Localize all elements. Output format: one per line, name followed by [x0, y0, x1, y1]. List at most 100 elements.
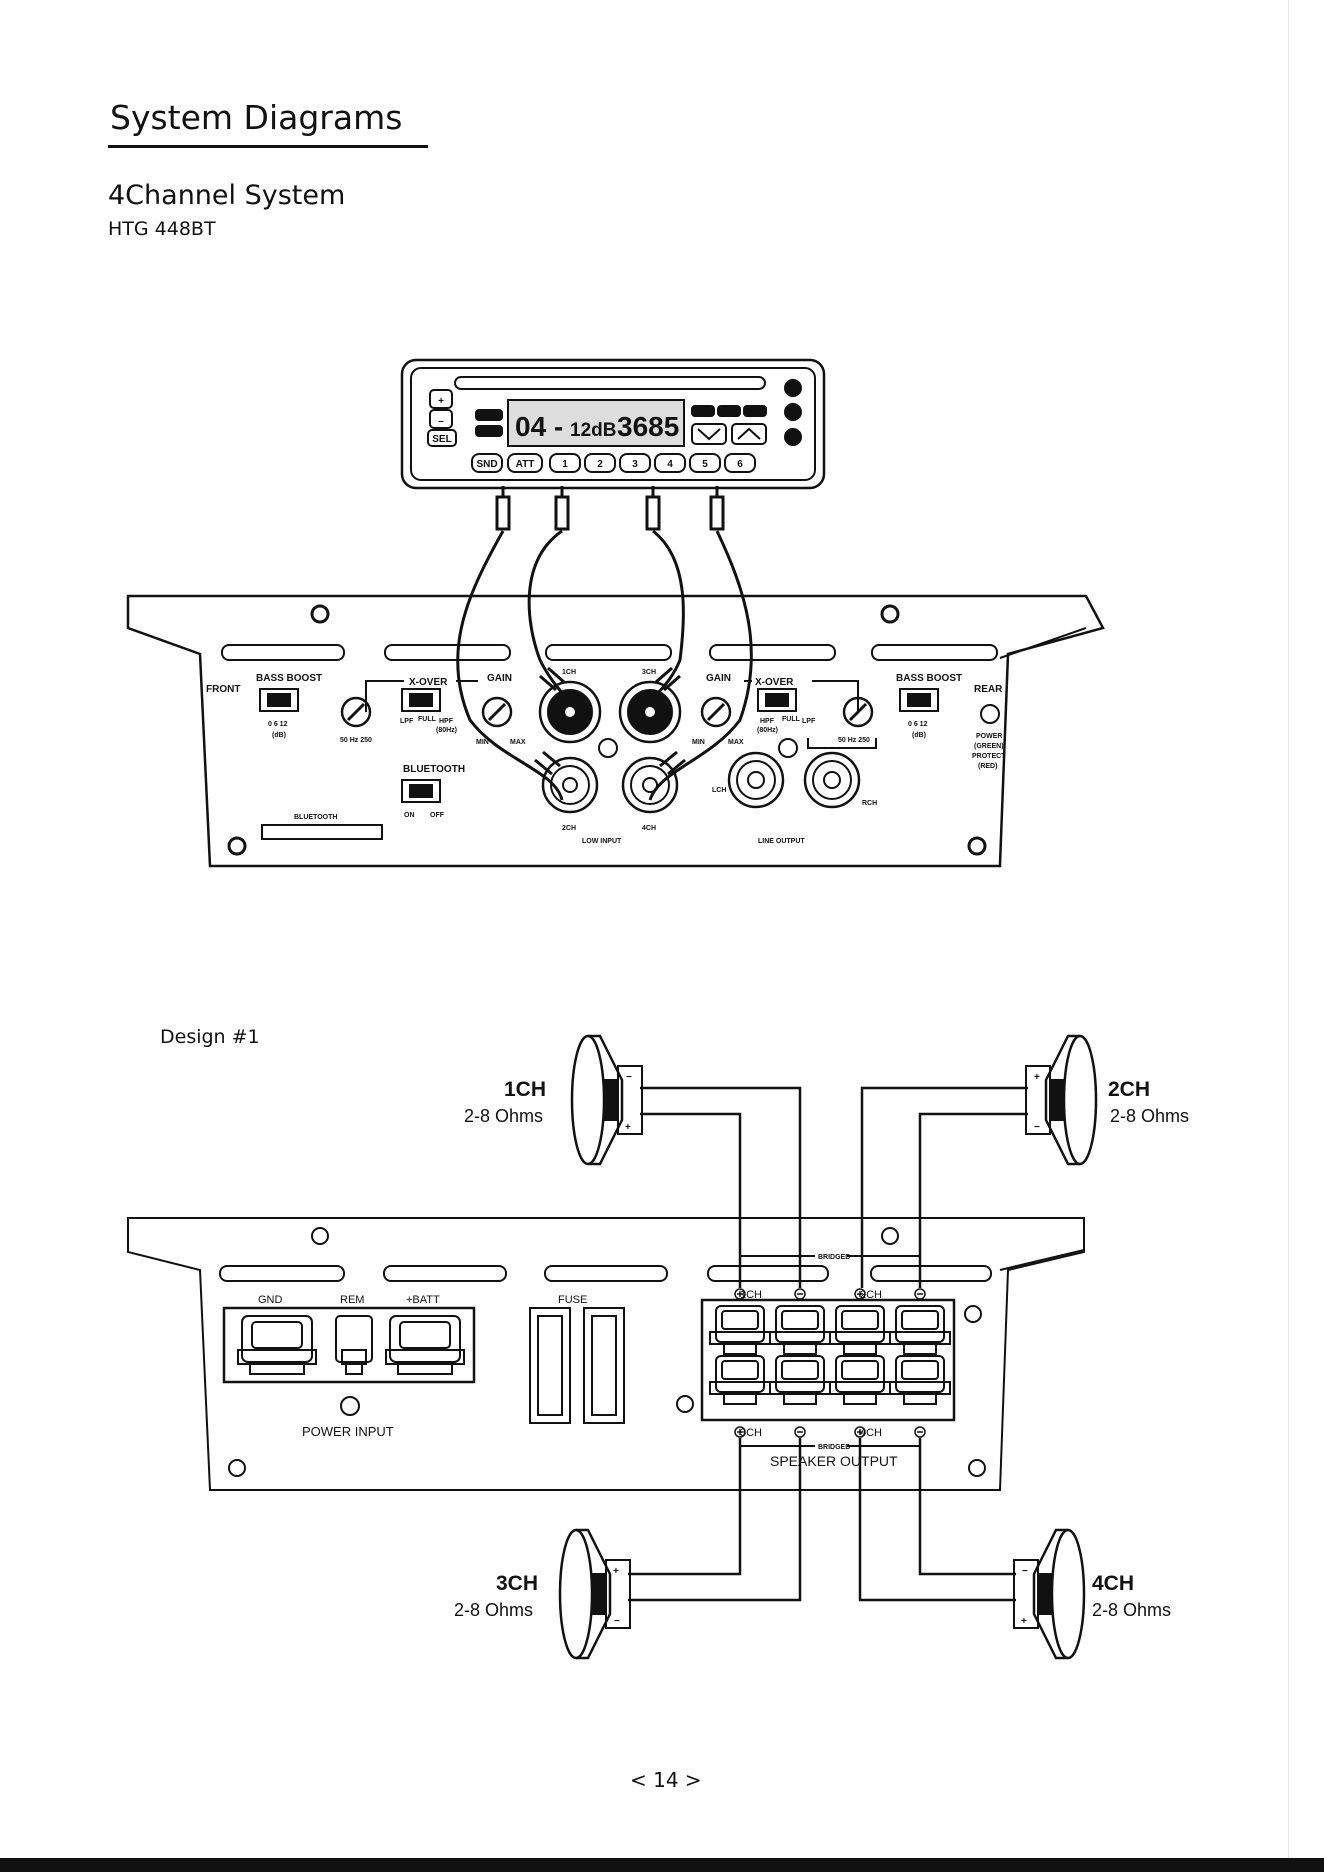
front-gain-knob[interactable]	[481, 696, 513, 728]
page-edge	[1288, 0, 1289, 1872]
svg-text:GAIN: GAIN	[487, 673, 512, 684]
speaker-terminal-8[interactable]	[889, 1355, 951, 1405]
speaker-terminal-1[interactable]	[709, 1305, 771, 1355]
bluetooth-antenna-slot	[261, 824, 383, 840]
svg-text:BRIDGED: BRIDGED	[818, 1444, 850, 1451]
svg-text:(dB): (dB)	[912, 732, 926, 739]
speaker-2ch: + −	[1025, 1034, 1098, 1166]
svg-text:(GREEN): (GREEN)	[974, 743, 1004, 750]
svg-text:BLUETOOTH: BLUETOOTH	[403, 764, 465, 775]
line-output-lch-jack[interactable]	[727, 751, 785, 809]
design-label: Design #1	[160, 1026, 260, 1048]
rear-xover-switch[interactable]	[757, 688, 797, 712]
speaker-3ch-impedance: 2-8 Ohms	[454, 1600, 533, 1620]
speaker-terminal-6[interactable]	[769, 1355, 831, 1405]
preset-6-button[interactable]	[724, 453, 756, 473]
preset-1-button[interactable]	[549, 453, 581, 473]
svg-text:MIN: MIN	[692, 739, 705, 746]
input-4ch-jack[interactable]	[621, 756, 679, 814]
front-xover-switch[interactable]	[401, 688, 441, 712]
svg-text:2CH: 2CH	[562, 825, 576, 832]
speaker-terminal-2[interactable]	[769, 1305, 831, 1355]
svg-text:ATT: ATT	[516, 459, 535, 470]
rear-bass-boost-switch[interactable]	[899, 688, 939, 712]
lcd-display	[507, 399, 685, 447]
fuse-1[interactable]	[529, 1307, 571, 1424]
svg-text:FRONT: FRONT	[206, 684, 240, 695]
preset-4-label: 4	[667, 459, 673, 470]
input-1ch-jack[interactable]	[538, 680, 602, 744]
svg-text:+BATT: +BATT	[406, 1294, 440, 1306]
down-button[interactable]	[691, 423, 727, 445]
sel-button[interactable]	[427, 429, 457, 447]
bottom-scan-bar	[0, 1858, 1324, 1872]
att-button[interactable]	[507, 453, 543, 473]
snd-button[interactable]	[471, 453, 503, 473]
minus-button[interactable]	[429, 409, 453, 429]
speaker-3ch-name: 3CH	[496, 1572, 538, 1595]
line-output-rch-jack[interactable]	[803, 751, 861, 809]
gnd-terminal[interactable]	[237, 1315, 317, 1375]
input-3ch-jack[interactable]	[618, 680, 682, 744]
svg-text:X-OVER: X-OVER	[409, 677, 448, 688]
input-2ch-jack[interactable]	[541, 756, 599, 814]
batt-terminal[interactable]	[385, 1315, 465, 1375]
up-button[interactable]	[731, 423, 767, 445]
svg-text:+: +	[1034, 1072, 1040, 1083]
svg-text:RCH: RCH	[862, 800, 877, 807]
svg-text:4CH: 4CH	[860, 1427, 882, 1439]
speaker-terminal-5[interactable]	[709, 1355, 771, 1405]
preset-2-button[interactable]	[584, 453, 616, 473]
heading-underline	[108, 145, 428, 148]
speaker-4ch-impedance: 2-8 Ohms	[1092, 1600, 1171, 1620]
plus-button[interactable]	[429, 389, 453, 409]
svg-text:HPF: HPF	[760, 718, 775, 725]
svg-text:2CH: 2CH	[860, 1289, 882, 1301]
speaker-1ch: − +	[570, 1034, 643, 1166]
fuse-2[interactable]	[583, 1307, 625, 1424]
svg-text:(dB): (dB)	[272, 732, 286, 739]
preset-4-button[interactable]	[654, 453, 686, 473]
svg-text:BASS BOOST: BASS BOOST	[896, 673, 962, 684]
speaker-2ch-name: 2CH	[1108, 1078, 1150, 1101]
svg-text:ON: ON	[404, 812, 415, 819]
svg-text:(80Hz): (80Hz)	[436, 727, 457, 734]
bluetooth-switch[interactable]	[401, 779, 441, 803]
speaker-terminal-4[interactable]	[889, 1305, 951, 1355]
front-bass-boost-switch[interactable]	[259, 688, 299, 712]
svg-text:LOW INPUT: LOW INPUT	[582, 838, 622, 845]
svg-text:BRIDGED: BRIDGED	[818, 1254, 850, 1261]
svg-text:GND: GND	[258, 1294, 283, 1306]
front-xover-knob[interactable]	[340, 696, 372, 728]
system-title: 4Channel System	[108, 180, 346, 211]
svg-text:+: +	[613, 1566, 619, 1577]
svg-text:+: +	[438, 396, 444, 407]
preset-2-label: 2	[597, 459, 603, 470]
speaker-4ch: − +	[1013, 1528, 1086, 1660]
rem-terminal[interactable]	[335, 1315, 373, 1375]
preset-5-button[interactable]	[689, 453, 721, 473]
svg-text:3CH: 3CH	[642, 669, 656, 676]
svg-text:PROTECT: PROTECT	[972, 753, 1006, 760]
svg-text:(80Hz): (80Hz)	[757, 727, 778, 734]
svg-text:−: −	[614, 1616, 620, 1627]
svg-text:POWER INPUT: POWER INPUT	[302, 1424, 394, 1439]
svg-text:FULL: FULL	[782, 716, 801, 723]
speaker-4ch-name: 4CH	[1092, 1572, 1134, 1595]
svg-text:0 6 12: 0 6 12	[908, 721, 928, 728]
rear-xover-knob[interactable]	[842, 696, 874, 728]
speaker-terminal-3[interactable]	[829, 1305, 891, 1355]
amp-terminal-panel: GND REM +BATT POWER INPUT FUSE 1CH 2CH 3…	[127, 1217, 1085, 1491]
svg-text:−: −	[626, 1072, 632, 1083]
svg-text:OFF: OFF	[430, 812, 445, 819]
preset-3-button[interactable]	[619, 453, 651, 473]
svg-text:−: −	[1034, 1122, 1040, 1133]
power-led	[980, 704, 1000, 724]
rear-gain-knob[interactable]	[700, 696, 732, 728]
speaker-terminal-7[interactable]	[829, 1355, 891, 1405]
svg-text:0 6 12: 0 6 12	[268, 721, 288, 728]
svg-text:−: −	[1022, 1566, 1028, 1577]
svg-text:X-OVER: X-OVER	[755, 677, 794, 688]
speaker-wires	[628, 1086, 1028, 1602]
